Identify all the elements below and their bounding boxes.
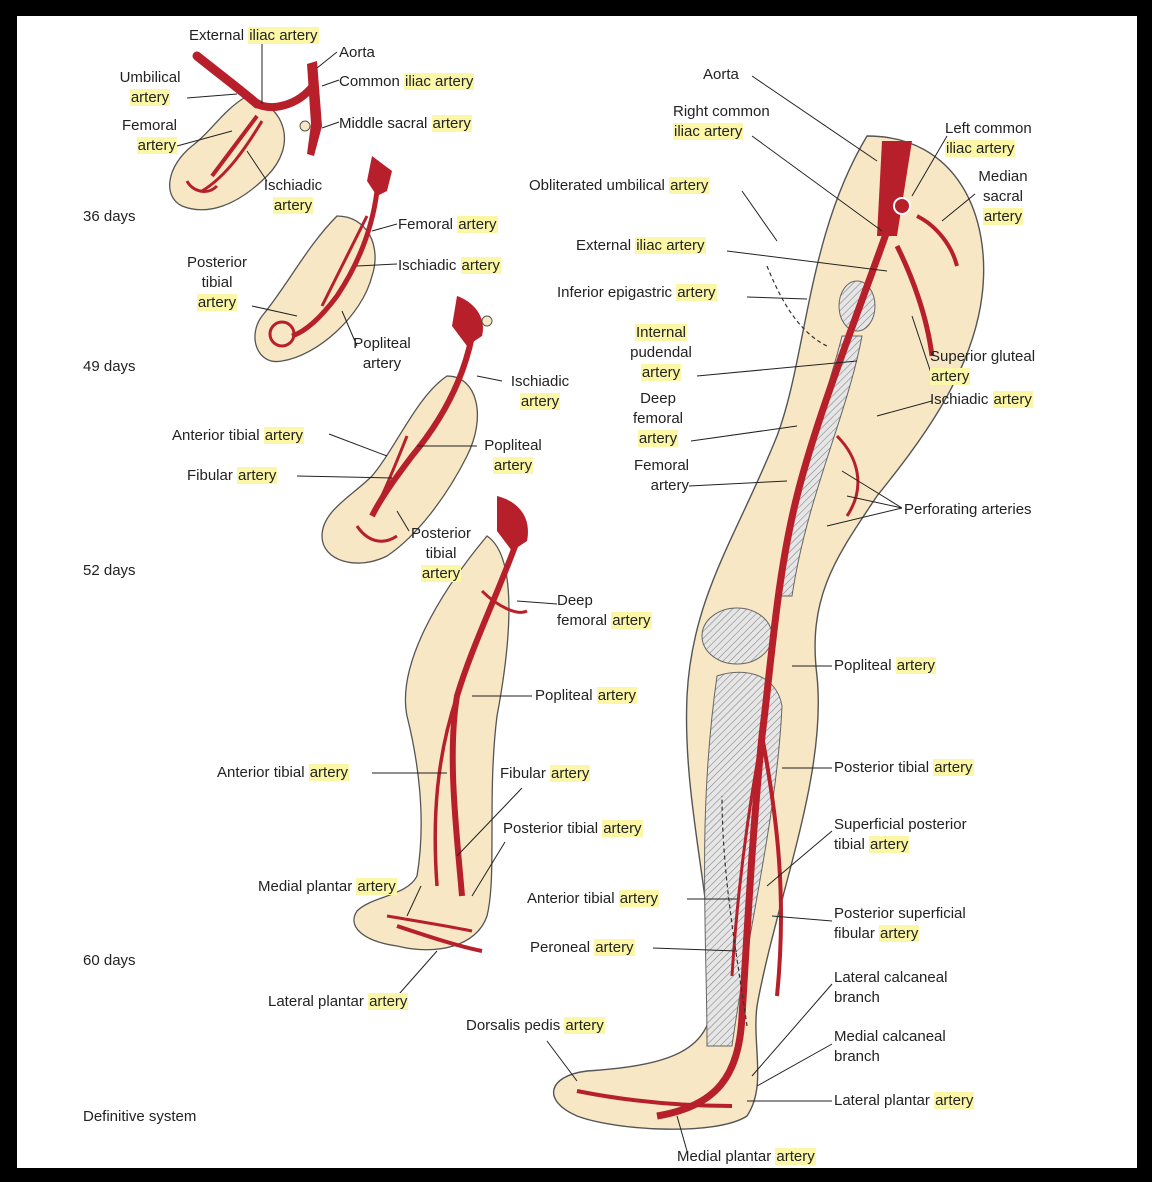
stage-definitive-system: Definitive system	[83, 1108, 196, 1125]
stage-36-days: 36 days	[83, 208, 136, 225]
label-60-medial-plantar-artery: Medial plantar artery	[258, 877, 397, 897]
label-def-inferior-epigastric-artery: Inferior epigastric artery	[557, 283, 717, 303]
label-60-fibular-artery: Fibular artery	[500, 764, 590, 784]
label-def-dorsalis-pedis-artery: Dorsalis pedis artery	[466, 1016, 605, 1036]
label-def-perforating-arteries: Perforating arteries	[904, 500, 1032, 520]
label-60-anterior-tibial-artery: Anterior tibial artery	[217, 763, 349, 783]
label-def-posterior-tibial-artery: Posterior tibial artery	[834, 758, 974, 778]
label-def-medial-plantar-artery: Medial plantar artery	[677, 1147, 816, 1167]
figure-canvas: 36 days 49 days 52 days 60 days Definiti…	[17, 16, 1137, 1168]
label-def-obliterated-umbilical-artery: Obliterated umbilical artery	[529, 176, 709, 196]
label-49-femoral-artery: Femoral artery	[398, 215, 498, 235]
label-def-anterior-tibial-artery: Anterior tibial artery	[527, 889, 659, 909]
label-def-peroneal-artery: Peroneal artery	[530, 938, 635, 958]
label-52-anterior-tibial-artery: Anterior tibial artery	[172, 426, 304, 446]
label-60-lateral-plantar-artery: Lateral plantar artery	[268, 992, 408, 1012]
stage-60-days: 60 days	[83, 952, 136, 969]
stage-49-days: 49 days	[83, 358, 136, 375]
stage-52-days: 52 days	[83, 562, 136, 579]
label-60-popliteal-artery: Popliteal artery	[535, 686, 637, 706]
label-49-ischiadic-artery: Ischiadic artery	[398, 256, 501, 276]
label-36-middle-sacral-artery: Middle sacral artery	[339, 114, 472, 134]
label-def-popliteal-artery: Popliteal artery	[834, 656, 936, 676]
label-60-posterior-tibial-artery: Posterior tibial artery	[503, 819, 643, 839]
label-36-external-iliac-artery: External iliac artery	[189, 26, 319, 46]
label-def-aorta: Aorta	[703, 65, 739, 85]
label-def-lateral-plantar-artery: Lateral plantar artery	[834, 1091, 974, 1111]
label-def-external-iliac-artery: External iliac artery	[576, 236, 706, 256]
label-52-fibular-artery: Fibular artery	[187, 466, 277, 486]
label-36-aorta: Aorta	[339, 43, 375, 63]
label-def-ischiadic-artery: Ischiadic artery	[930, 390, 1033, 410]
label-36-common-iliac-artery: Common iliac artery	[339, 72, 474, 92]
